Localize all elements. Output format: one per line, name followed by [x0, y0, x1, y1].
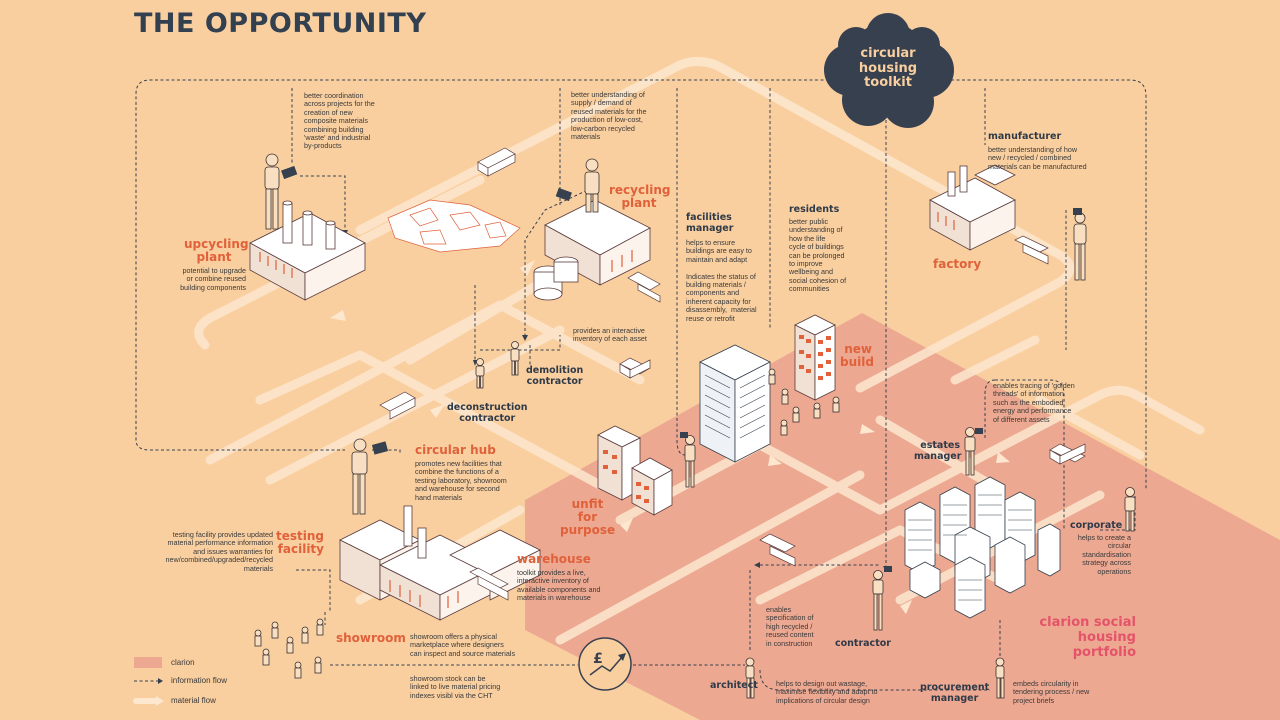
new-build-label-1: new	[844, 342, 872, 356]
warehouse-note: toolkit provides a live, interactive inv…	[517, 568, 601, 603]
upcycling-plant-building	[249, 200, 366, 301]
recycling-plant-building	[533, 199, 651, 301]
demolition-note: provides an interactive inventory of eac…	[573, 326, 647, 344]
recycling-note: better understanding of supply / demand …	[571, 90, 647, 142]
unfit-label: unfit for purpose	[560, 498, 615, 537]
architect-label: architect	[710, 680, 758, 691]
architect-note: helps to design out wastage, maximise fl…	[776, 679, 878, 705]
information-flow-paths	[135, 79, 1147, 691]
unfit-label-1: unfit for	[571, 497, 604, 524]
deconstruction-label: deconstruction contractor	[447, 402, 528, 424]
toolkit-cloud	[824, 13, 954, 128]
people-figures	[254, 153, 1136, 699]
clarion-portfolio-label-1: clarion social	[1039, 615, 1136, 630]
legend-material-flow-label: material flow	[171, 696, 216, 705]
facilities-manager-label: facilities manager	[686, 212, 734, 234]
clarion-portfolio-label: clarion social housing portfolio	[1030, 615, 1136, 660]
testing-note: testing facility provides updated materi…	[165, 530, 273, 573]
legend-information-flow-label: information flow	[171, 676, 228, 685]
page-title: THE OPPORTUNITY	[134, 8, 427, 39]
unfit-buildings	[597, 425, 673, 516]
residents-note: better public understanding of how the l…	[789, 217, 847, 294]
factory-building	[929, 164, 1016, 251]
upcycling-label-1: upcycling	[184, 237, 249, 251]
clarion-portfolio-label-2: housing portfolio	[1072, 630, 1136, 660]
tall-building-windows	[704, 374, 766, 439]
demolition-label: demolition contractor	[526, 365, 584, 387]
manufacturer-label: manufacturer	[988, 131, 1062, 142]
unfit-label-2: purpose	[560, 523, 616, 537]
upcycling-top-note: better coordination across projects for …	[304, 91, 375, 151]
contractor-label: contractor	[835, 638, 891, 649]
new-build-building	[794, 314, 836, 401]
toolkit-line-2: housing	[858, 60, 918, 76]
pound-symbol: £	[593, 651, 603, 667]
estates-manager-note: enables tracing of 'golden threads' of i…	[993, 381, 1075, 424]
factory-windows	[937, 212, 955, 230]
legend-info-arrow	[158, 678, 163, 684]
legend-material-arrow	[156, 696, 164, 706]
toolkit-label: circular housing toolkit	[848, 46, 928, 91]
new-build-label: new build	[840, 342, 874, 369]
estates-manager-label: estates manager	[914, 440, 962, 462]
factory-label: factory	[933, 257, 982, 271]
testing-label-1: testing	[276, 529, 324, 543]
contractor-note: enables specification of high recycled /…	[766, 605, 814, 648]
material-flow-arrows	[330, 260, 1010, 614]
tall-building	[699, 344, 771, 463]
circular-hub-note: promotes new facilities that combine the…	[415, 459, 507, 502]
warehouse-label: warehouse	[517, 552, 591, 566]
procurement-manager-label: procurement manager	[920, 682, 990, 704]
facilities-manager-note: helps to ensure buildings are easy to ma…	[686, 238, 757, 323]
new-build-label-2: build	[840, 355, 874, 369]
residents-label: residents	[789, 204, 840, 215]
portfolio-windows	[908, 494, 1032, 601]
circular-hub-building	[339, 505, 541, 621]
upcycling-note: potential to upgrade or combine reused b…	[180, 266, 246, 292]
showroom-note-2: showroom stock can be linked to live mat…	[410, 674, 501, 700]
upcycling-label-2: plant	[196, 250, 232, 264]
legend-clarion-label: clarion	[171, 658, 195, 667]
hub-windows	[389, 580, 459, 608]
upcycling-windows	[259, 252, 293, 278]
pound-price-icon	[578, 637, 632, 691]
unfit-windows	[603, 450, 649, 503]
rubble-pile	[387, 199, 521, 253]
recycling-label-1: recycling	[609, 183, 671, 197]
corporate-label: corporate	[1070, 520, 1123, 531]
toolkit-line-3: toolkit	[864, 75, 912, 90]
showroom-label: showroom	[336, 631, 406, 645]
testing-label: testing facility	[274, 530, 324, 556]
legend-clarion-swatch	[134, 657, 162, 668]
tablets	[281, 165, 1082, 572]
manufacturer-note: better understanding of how new / recycl…	[988, 145, 1087, 171]
testing-label-2: facility	[277, 542, 324, 556]
new-build-windows	[799, 335, 831, 380]
recycling-label-2: plant	[621, 196, 657, 210]
trucks	[379, 147, 1086, 601]
procurement-manager-note: embeds circularity in tendering process …	[1013, 679, 1090, 705]
upcycling-label: upcycling plant	[184, 237, 249, 264]
showroom-note: showroom offers a physical marketplace w…	[410, 632, 516, 658]
recycling-label: recycling plant	[609, 183, 671, 210]
circular-hub-label: circular hub	[415, 443, 496, 457]
corporate-note: helps to create a circular standardisati…	[1077, 533, 1131, 576]
recycling-windows	[611, 250, 633, 272]
toolkit-line-1: circular	[860, 46, 916, 61]
